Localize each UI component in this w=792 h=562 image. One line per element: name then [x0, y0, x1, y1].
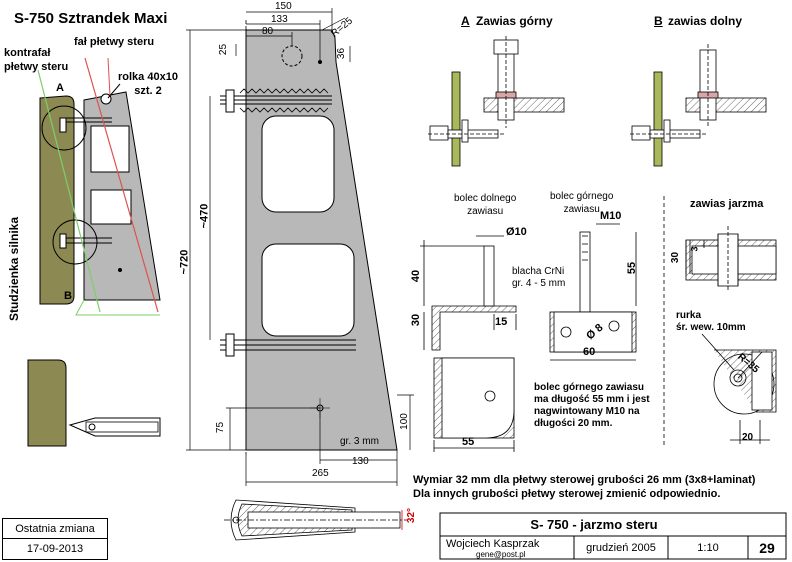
- plate-window-lower: [261, 243, 355, 337]
- hinge-b-letter: B: [654, 14, 663, 28]
- hinge-b-title: zawias dolny: [668, 14, 743, 28]
- dim-470: ~470: [198, 203, 211, 229]
- author-email: gene@post.pl: [476, 550, 526, 559]
- dim-40: 40: [410, 269, 423, 283]
- author-name: Wojciech Kasprzak: [446, 538, 540, 550]
- drawing-scale: 1:10: [697, 541, 719, 554]
- dim-130: 130: [352, 456, 369, 467]
- yoke-hinge-drawing: [685, 226, 777, 444]
- lower-bolt-drawing: [420, 235, 517, 452]
- tiller-view: [27, 359, 161, 447]
- yoke-dim-3: 3: [689, 246, 700, 252]
- sheet-material-label: blacha CrNi gr. 4 - 5 mm: [512, 266, 566, 289]
- yoke-dim-30: 30: [670, 251, 682, 264]
- label-kontrafal: kontrafał płetwy steru: [4, 47, 69, 73]
- plate-window-upper: [261, 115, 335, 213]
- dim-150: 150: [275, 1, 292, 12]
- last-change-label: Ostatnia zmiana: [3, 519, 107, 539]
- hinge-b-section: [630, 44, 767, 167]
- dim-15: 15: [495, 316, 508, 328]
- upper-bolt-drawing: [549, 223, 637, 361]
- dim-80: 80: [262, 26, 274, 37]
- tube-label: rurka śr. wew. 10mm: [676, 310, 746, 333]
- plate-dimensions: [186, 8, 414, 486]
- label-rolka: rolka 40x10 szt. 2: [118, 71, 178, 97]
- engine-well-hull: [39, 95, 75, 305]
- last-change-box: Ostatnia zmiana 17-09-2013: [2, 518, 108, 560]
- dim-75: 75: [215, 421, 227, 434]
- tiller-dim-32: 32°: [406, 507, 418, 524]
- title-block-lines: [439, 512, 787, 560]
- detail-b-circle: [52, 219, 98, 265]
- note-line-2: Dla innych grubości płetwy sterowej zmie…: [413, 488, 721, 500]
- tiller-detail: [224, 499, 408, 541]
- dim-55-vertical: 55: [626, 261, 639, 275]
- hinge-a-section: [428, 36, 565, 167]
- dim-m10: M10: [600, 210, 622, 222]
- bolt-lower-label: bolec dolnego zawiasu: [454, 193, 517, 217]
- upper-bolt-note: bolec górnego zawiasu ma długość 55 mm i…: [534, 382, 650, 429]
- note-line-1: Wymiar 32 mm dla płetwy sterowej grubośc…: [413, 474, 756, 486]
- hinge-a-letter: A: [461, 14, 470, 28]
- side-view: [37, 57, 161, 316]
- kontrafal-line: [37, 69, 101, 313]
- dim-720: ~720: [178, 249, 191, 275]
- dim-36: 36: [336, 47, 348, 60]
- bolt-upper-label: bolec górnego zawiasu: [550, 191, 614, 215]
- dim-d10: Ø10: [506, 226, 527, 238]
- plate-outline: [245, 29, 398, 451]
- dim-55-horizontal: 55: [462, 436, 475, 448]
- dim-265: 265: [312, 468, 329, 479]
- dim-25: 25: [218, 43, 230, 56]
- label-a: A: [56, 82, 64, 94]
- dim-60: 60: [583, 346, 596, 358]
- hinge-a-title: Zawias górny: [476, 14, 553, 28]
- label-fal: fał płetwy steru: [74, 36, 155, 48]
- last-change-date: 17-09-2013: [26, 543, 84, 555]
- engine-well-bottom: [27, 359, 67, 447]
- drawing-title: S- 750 - jarzmo steru: [530, 517, 658, 532]
- dim-133: 133: [271, 14, 288, 25]
- fal-line: [84, 57, 159, 313]
- label-b: B: [64, 290, 72, 302]
- drawing-subtitle: S-750 Sztrandek Maxi: [14, 10, 168, 27]
- sheet-number: 29: [759, 539, 775, 556]
- label-engine-well: Studzienka silnika: [7, 216, 21, 322]
- roller-circle: [100, 93, 112, 105]
- plate-thickness: gr. 3 mm: [340, 436, 379, 447]
- detail-a-circle: [41, 105, 87, 151]
- yoke-dim-20: 20: [742, 432, 754, 443]
- dim-100: 100: [398, 413, 410, 430]
- yoke-plate: [220, 20, 398, 455]
- yoke-hinge-title: zawias jarzma: [690, 198, 764, 210]
- yoke-window-upper: [90, 125, 130, 173]
- dim-30: 30: [410, 313, 423, 327]
- drawing-date: grudzień 2005: [586, 541, 656, 554]
